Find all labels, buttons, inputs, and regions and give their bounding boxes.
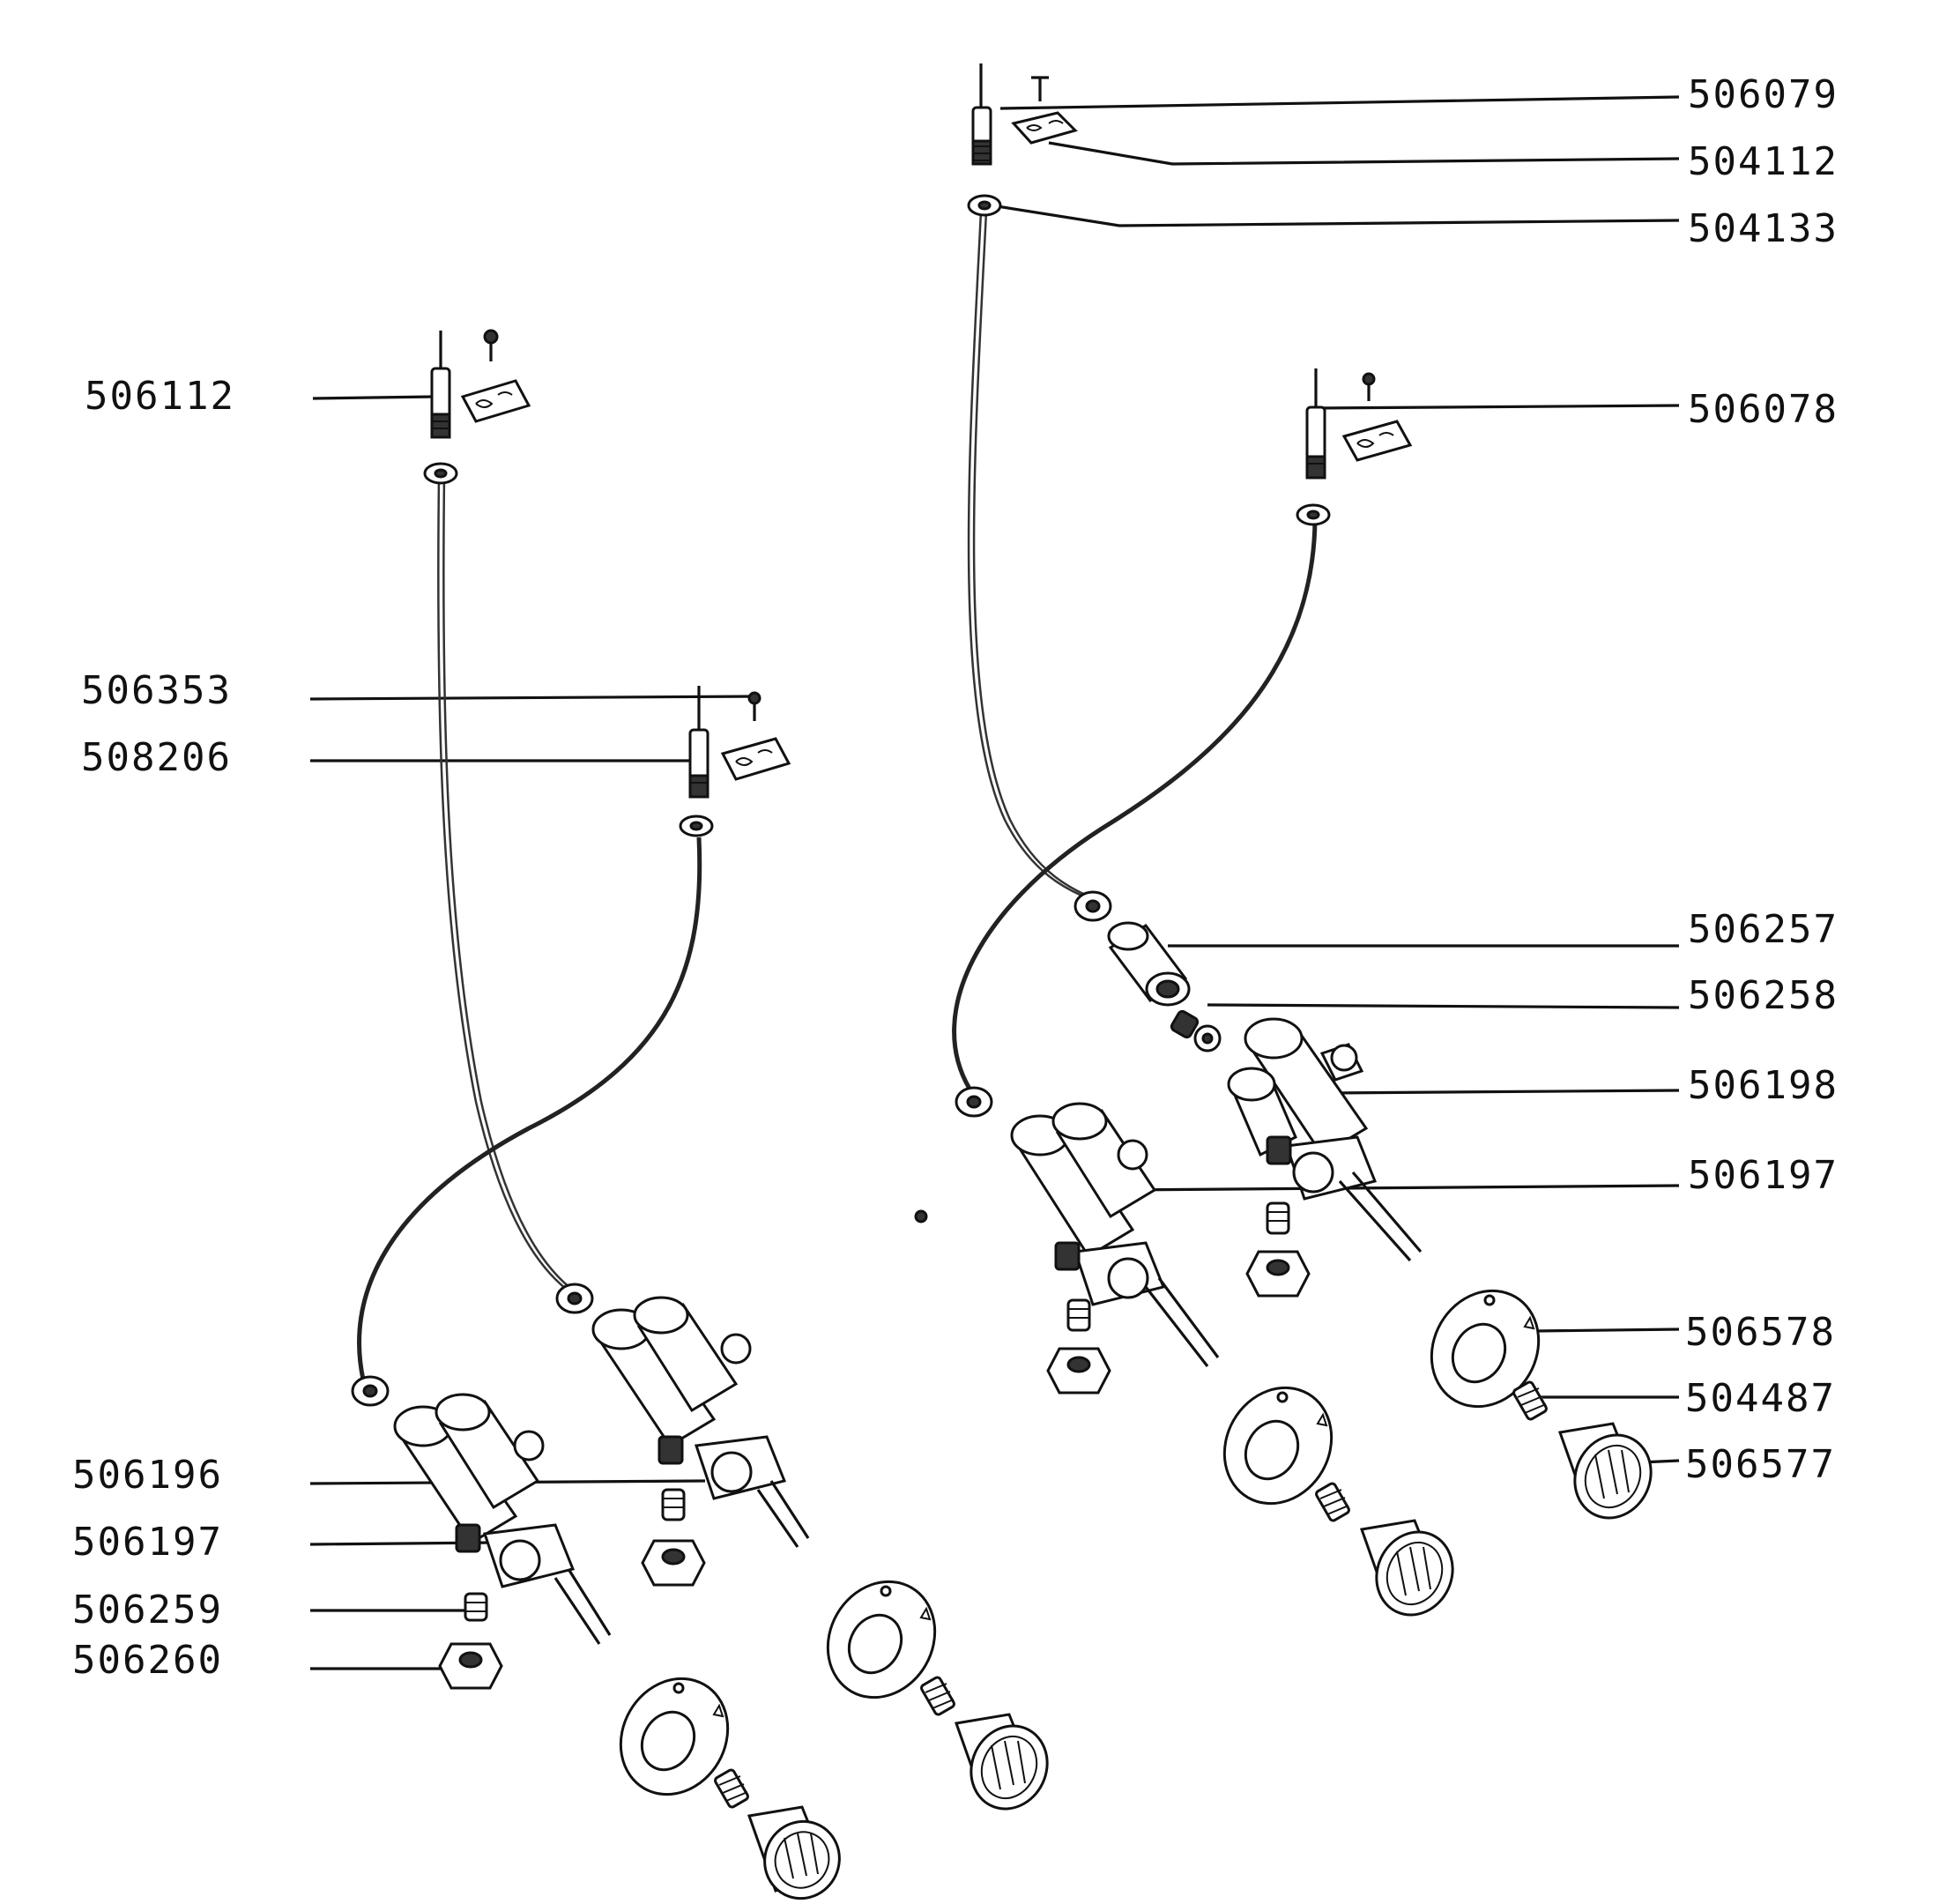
label-506259: 506259 bbox=[72, 1588, 223, 1633]
cable-fittings bbox=[351, 890, 1112, 1407]
thermocouple-cables bbox=[357, 211, 1318, 1380]
springs bbox=[714, 1380, 1548, 1809]
knob-left-top bbox=[954, 1713, 1049, 1811]
leader-506578 bbox=[1533, 1328, 1680, 1333]
gas-valve-506197-left bbox=[393, 1393, 612, 1645]
label-506197-left: 506197 bbox=[72, 1520, 223, 1565]
label-504112: 504112 bbox=[1688, 139, 1839, 184]
gas-valve-506198 bbox=[1227, 1017, 1423, 1262]
label-506197-right: 506197 bbox=[1688, 1153, 1839, 1198]
leader-506198 bbox=[1326, 1089, 1680, 1095]
leader-506079 bbox=[999, 95, 1680, 110]
leader-506353 bbox=[309, 695, 759, 701]
gas-valve-506196 bbox=[591, 1296, 810, 1548]
bezel-disc-right-top bbox=[1430, 1289, 1541, 1409]
cable-right-short bbox=[952, 519, 1318, 1090]
label-506578: 506578 bbox=[1685, 1310, 1836, 1355]
label-506078: 506078 bbox=[1688, 387, 1839, 432]
spring-right-bottom bbox=[1315, 1482, 1350, 1522]
knob-left-bottom bbox=[747, 1805, 841, 1900]
leader-504112 bbox=[1048, 141, 1680, 166]
interrupter-506258 bbox=[1170, 1009, 1222, 1052]
thermocouple-tip-506112 bbox=[423, 329, 531, 485]
thermocouple-tip-508206 bbox=[679, 686, 791, 837]
leader-504133 bbox=[991, 204, 1680, 227]
cable-right-long bbox=[967, 211, 1096, 903]
label-506196: 506196 bbox=[72, 1453, 223, 1498]
label-504133: 504133 bbox=[1688, 206, 1839, 251]
control-knobs bbox=[747, 1422, 1653, 1900]
small-parts bbox=[438, 1201, 1311, 1690]
leader-506197-right bbox=[1117, 1184, 1680, 1192]
label-506198: 506198 bbox=[1688, 1063, 1839, 1108]
label-504487: 504487 bbox=[1685, 1376, 1836, 1421]
spring-left-bottom bbox=[714, 1768, 749, 1809]
label-506112: 506112 bbox=[85, 374, 235, 419]
cable-left-long bbox=[437, 475, 574, 1296]
label-508206: 508206 bbox=[81, 735, 232, 780]
label-506353: 506353 bbox=[81, 668, 232, 713]
leader-506078 bbox=[1315, 404, 1680, 410]
label-506079: 506079 bbox=[1688, 72, 1839, 117]
label-506577: 506577 bbox=[1685, 1442, 1836, 1487]
bezel-disc-left-bottom bbox=[619, 1677, 730, 1796]
spring-right-top bbox=[1512, 1380, 1548, 1421]
knob-right-bottom bbox=[1359, 1519, 1454, 1617]
bezel-disc-left-top bbox=[826, 1580, 937, 1699]
interrupter-506257 bbox=[1107, 921, 1191, 1007]
leader-lines bbox=[309, 95, 1680, 1670]
bezel-disc-right-bottom bbox=[1222, 1386, 1334, 1506]
thermocouple-tip-506079 bbox=[967, 63, 1078, 217]
leader-506258 bbox=[1207, 1003, 1680, 1009]
label-506257: 506257 bbox=[1688, 907, 1839, 952]
bezel-discs bbox=[619, 1289, 1541, 1796]
gas-valve-506197-right bbox=[1010, 1102, 1220, 1367]
label-506260: 506260 bbox=[72, 1638, 223, 1683]
thermocouple-tip-506078 bbox=[1296, 368, 1413, 526]
knob-right-top bbox=[1557, 1422, 1653, 1520]
cable-left-short bbox=[357, 837, 702, 1380]
leader-506112 bbox=[312, 395, 435, 400]
spring-left-top bbox=[920, 1676, 955, 1716]
label-506258: 506258 bbox=[1688, 973, 1839, 1018]
